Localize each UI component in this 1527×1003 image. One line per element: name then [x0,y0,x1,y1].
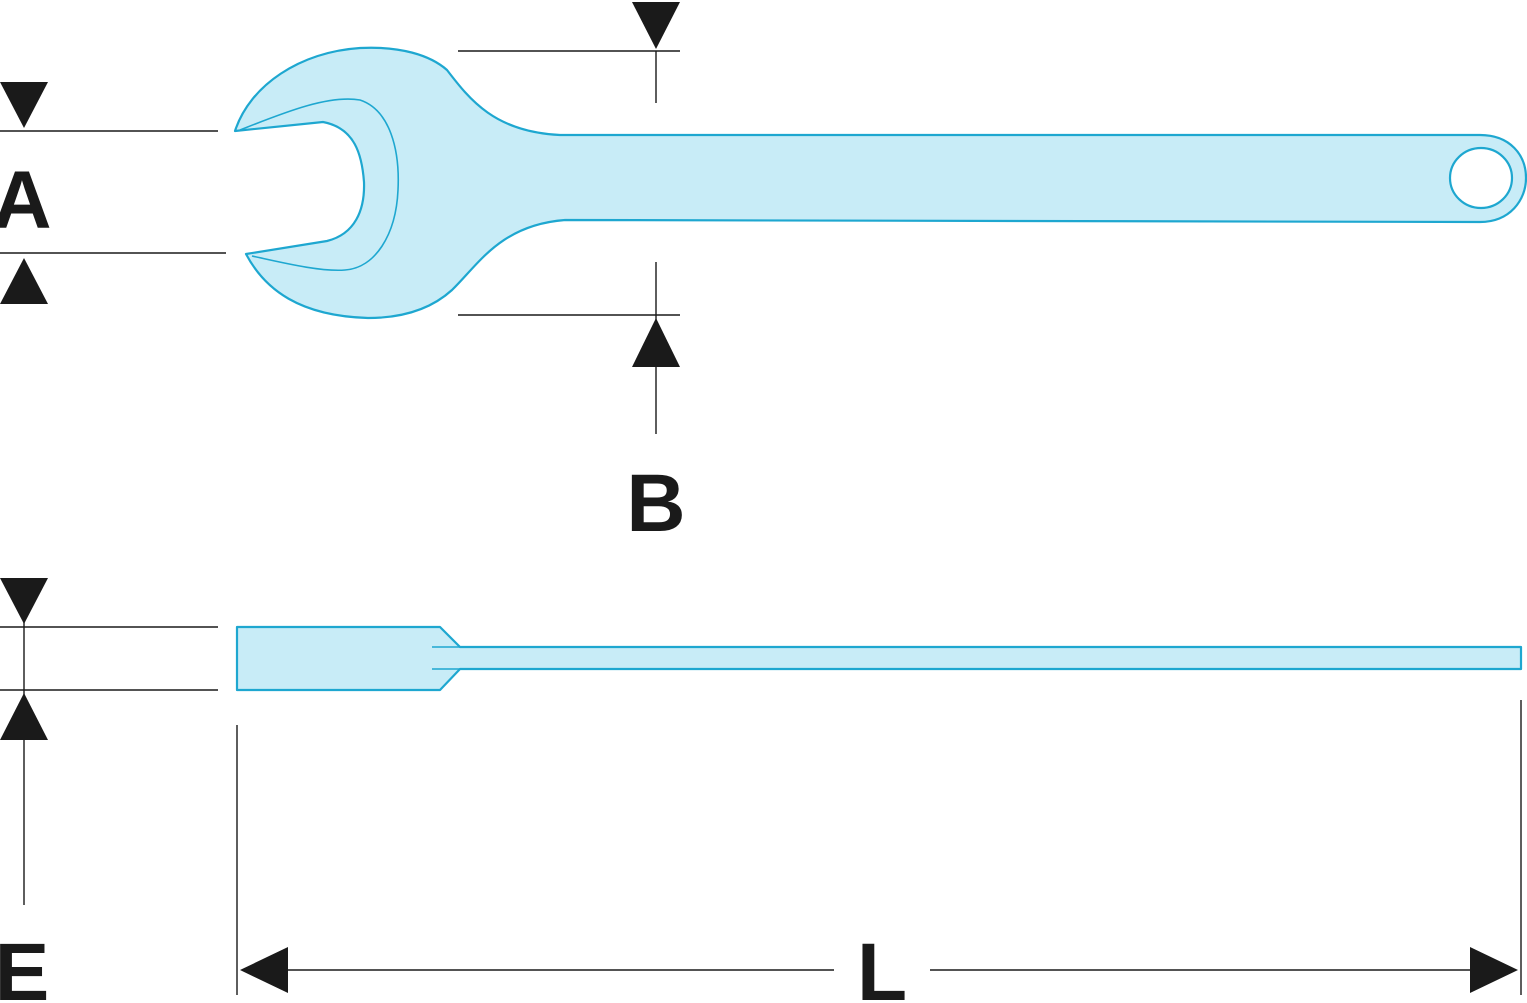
dimension-l-arrow-right [1470,947,1518,993]
dimension-b-arrow-up [632,318,680,367]
wrench-side-view [235,625,1523,692]
wrench-top-view [233,46,1527,320]
dimension-l-label: L [857,927,907,1003]
wrench-top-outline [233,46,1527,320]
dimension-b-arrow-down [632,2,680,49]
dimension-e-label: E [0,927,49,1003]
wrench-jaw-inner-line [239,98,400,272]
dimension-a-arrow-down [0,82,48,128]
dimension-e-arrow-down [0,578,48,624]
wrench-hang-hole [1448,146,1514,210]
dimension-b-label: B [626,458,685,549]
wrench-side-outline [235,625,1523,692]
dimension-a-arrow-up [0,258,48,304]
dimension-a: A [0,82,226,304]
dimension-b: B [458,2,686,549]
dimension-l: L [236,700,1522,1003]
dimension-e: E [0,578,218,1003]
dimension-e-arrow-up [0,693,48,740]
dimension-l-arrow-left [240,947,288,993]
dimension-a-label: A [0,155,52,246]
